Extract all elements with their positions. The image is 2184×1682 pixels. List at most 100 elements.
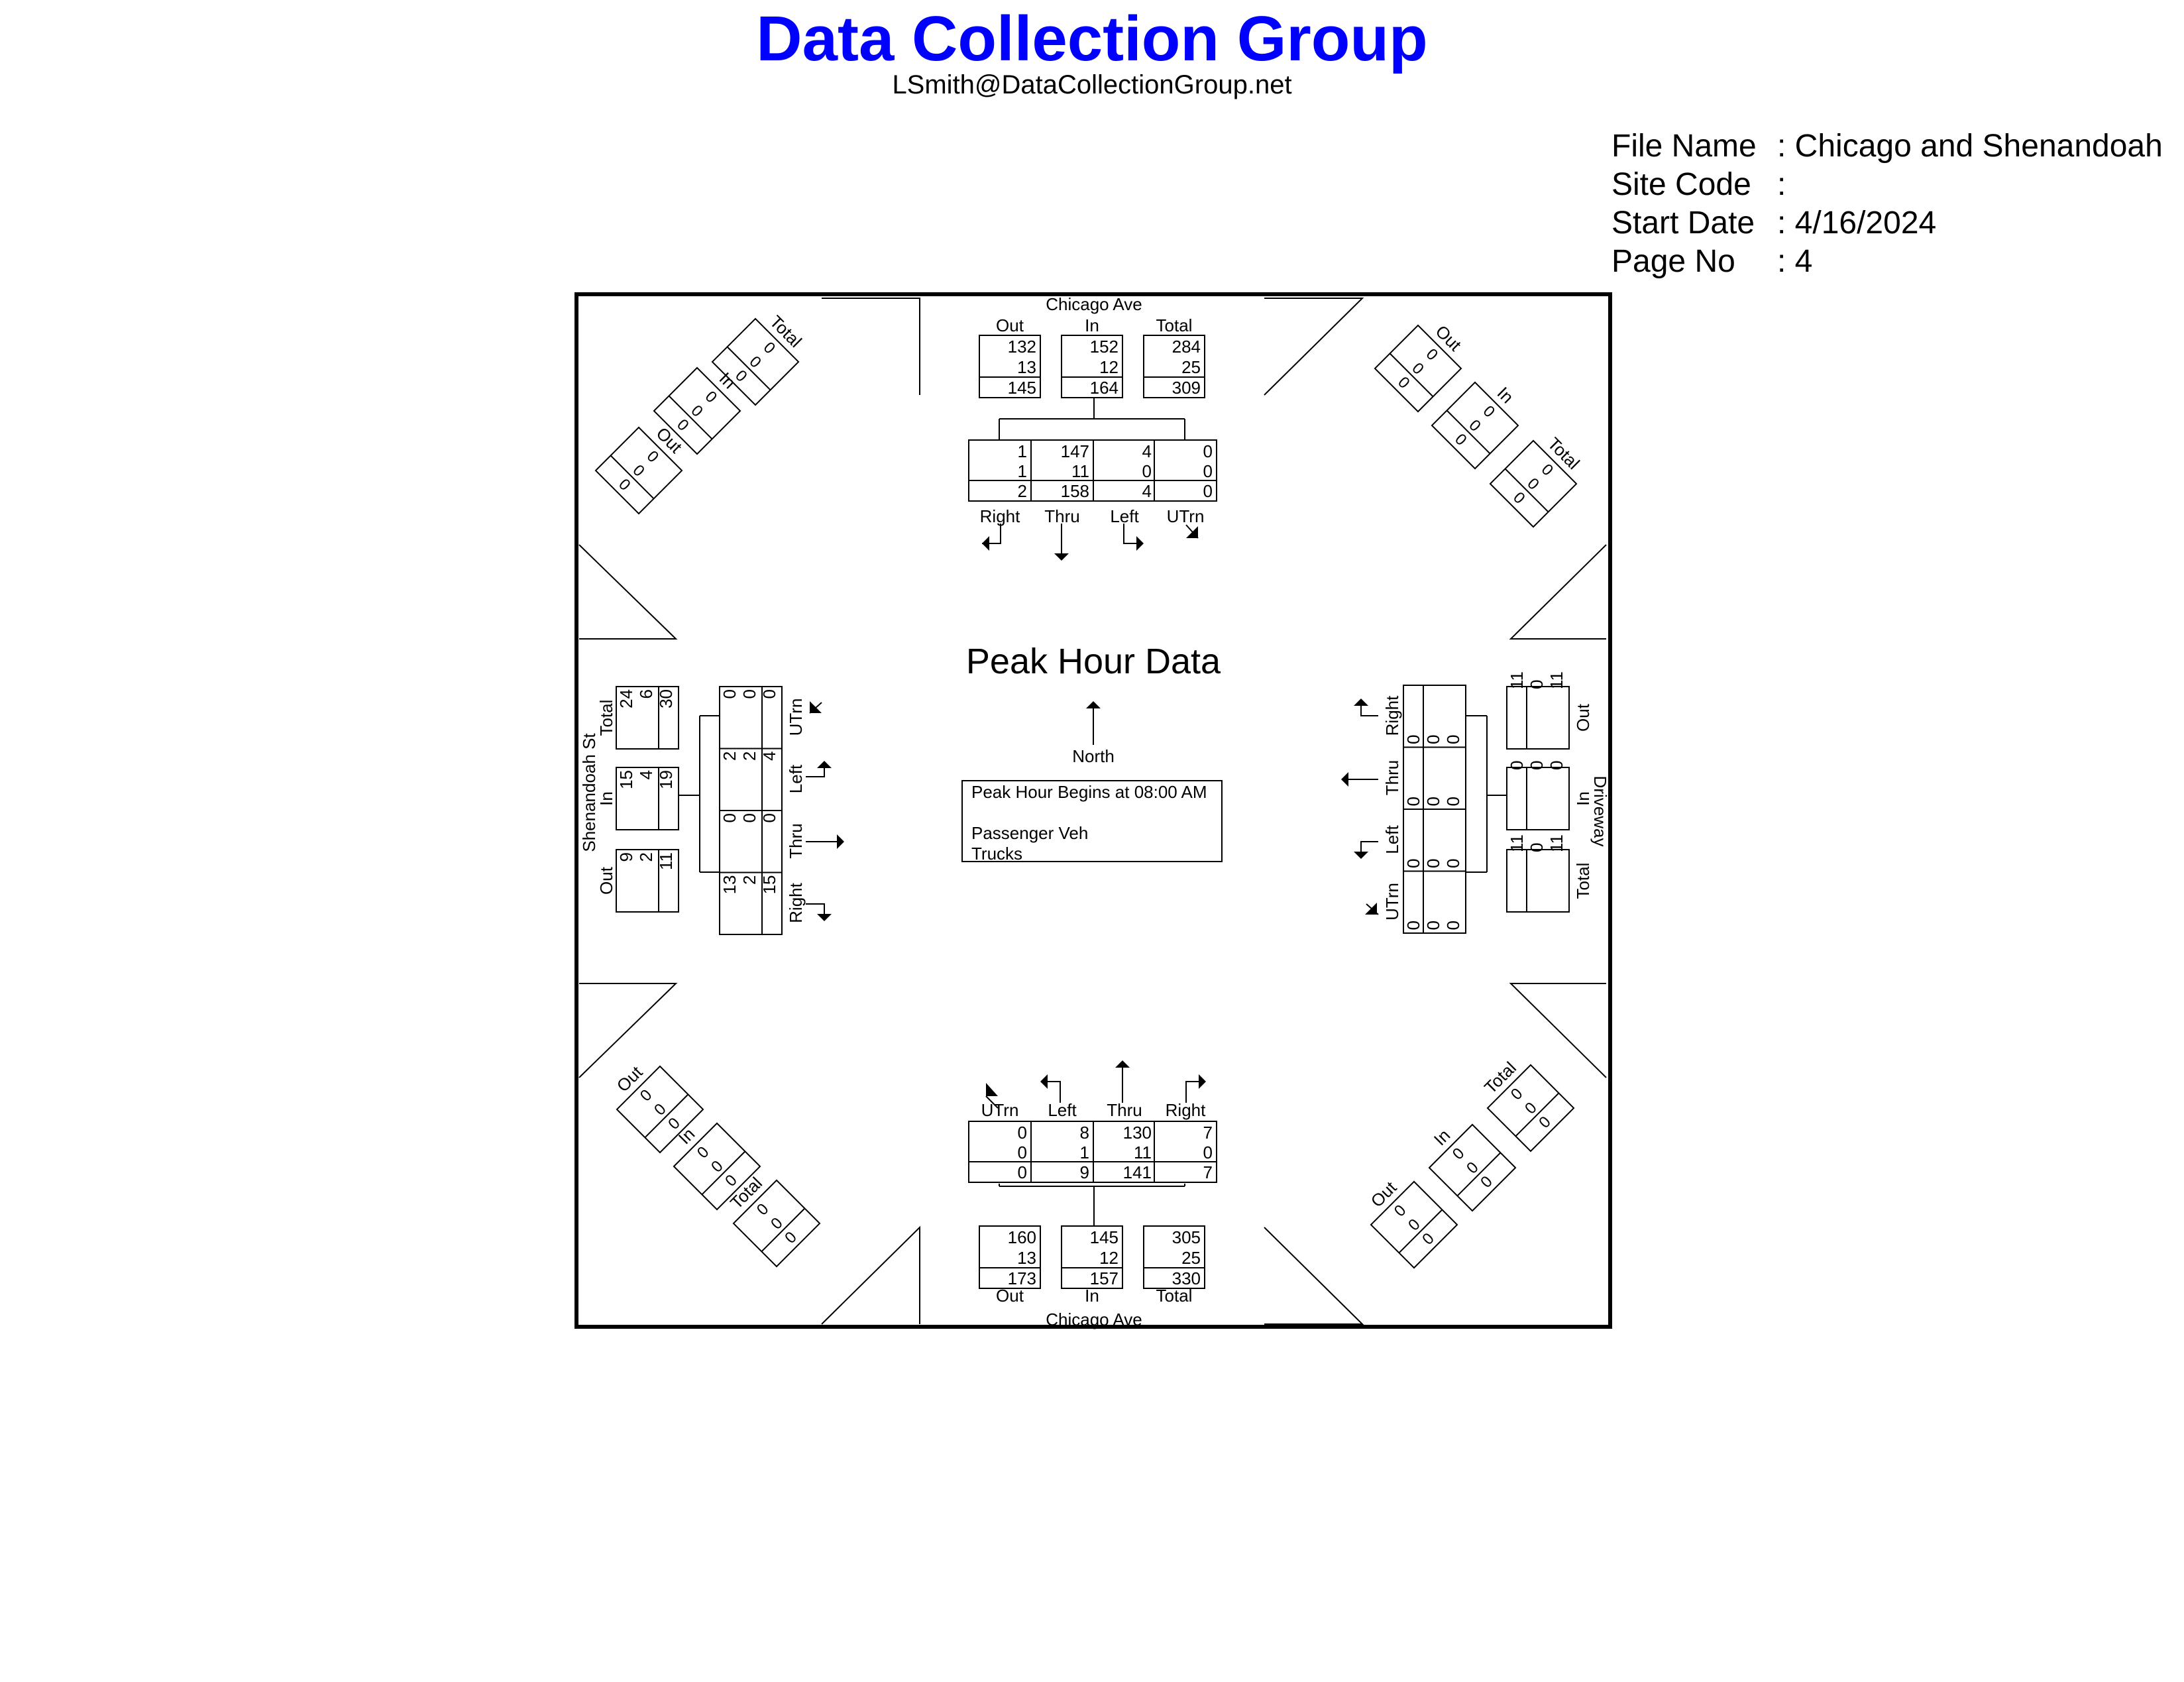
north-left-arrow-head — [1136, 536, 1144, 551]
south-summary-value: 145 — [1090, 1227, 1119, 1247]
corner-box — [616, 1065, 704, 1154]
south-summary-value: 157 — [1090, 1268, 1119, 1288]
east-movement-label: Thru — [1382, 760, 1402, 795]
west-summary-value: 6 — [636, 689, 656, 699]
corner-box — [1370, 1180, 1458, 1269]
corner-wedge-5 — [1509, 983, 1607, 1078]
east-approach: Out11011In000Total11011000Right000Thru00… — [1382, 671, 1610, 934]
south-movement-value: 1 — [1080, 1143, 1089, 1162]
corner-box-divider — [1504, 468, 1549, 513]
north-movement-label: UTrn — [1167, 506, 1205, 526]
corner-wedge-1 — [1264, 298, 1364, 396]
east-summary-label: In — [1573, 791, 1593, 806]
west-movement-label: Thru — [786, 823, 806, 858]
west-movement-value: 0 — [739, 689, 759, 699]
north-movement-value: 0 — [1142, 461, 1152, 481]
north-summary-label: In — [1085, 315, 1099, 335]
corner-box-divider — [1515, 1092, 1560, 1137]
corner-value: 0 — [643, 447, 663, 467]
south-utrn-arrow-head — [986, 1083, 998, 1096]
east-summary-value: 0 — [1527, 761, 1547, 770]
south-left-arrow-head — [1040, 1074, 1048, 1089]
west-summary-box — [616, 767, 679, 830]
north-summary-box — [1143, 335, 1205, 398]
south-movement-value: 0 — [1203, 1143, 1213, 1162]
corner-value: 0 — [637, 1086, 656, 1105]
west-summary-value: 19 — [656, 770, 676, 789]
corner-box — [594, 426, 683, 515]
corner-value: 0 — [1419, 1229, 1438, 1249]
east-movement-value: 0 — [1403, 797, 1423, 806]
east-movement-value: 0 — [1443, 859, 1463, 868]
east-movement-value: 0 — [1443, 735, 1463, 744]
corner-box — [732, 1179, 821, 1268]
north-movement-value: 1 — [1018, 461, 1027, 481]
north-utrn-arrow-head — [1186, 526, 1198, 538]
west-movement-value: 13 — [720, 875, 739, 895]
west-summary-value: 15 — [616, 770, 636, 789]
north-movement-value: 0 — [1203, 481, 1213, 501]
west-movement-value: 0 — [720, 813, 739, 822]
north-right-arrow-head — [982, 536, 989, 551]
corner-box-divider — [610, 455, 655, 500]
corner-box-divider — [1446, 410, 1491, 455]
east-street-name: Driveway — [1590, 776, 1610, 847]
corner-value: 0 — [1535, 1113, 1555, 1132]
west-movement-value: 2 — [739, 752, 759, 761]
corner-value: 0 — [760, 339, 779, 358]
north-summary-value: 25 — [1181, 357, 1201, 377]
east-thru-arrow-head — [1341, 772, 1348, 787]
corner-value: 0 — [1477, 1172, 1496, 1192]
corner-value: 0 — [673, 416, 692, 435]
corner-value: 0 — [1449, 1145, 1468, 1164]
north-summary-label: Total — [1156, 315, 1193, 335]
corner-box-divider — [761, 1207, 806, 1253]
start-date-key: Start Date — [1611, 205, 1755, 241]
north-label: North — [1072, 746, 1115, 766]
north-summary-value: 13 — [1017, 357, 1036, 377]
east-summary-value: 11 — [1507, 834, 1527, 852]
east-summary-value: 11 — [1507, 671, 1527, 689]
west-movement-value: 0 — [720, 689, 739, 699]
south-movement-label: Thru — [1107, 1100, 1142, 1120]
south-movement-value: 7 — [1203, 1162, 1213, 1182]
south-movement-label: Left — [1048, 1100, 1077, 1120]
corner-box — [1431, 381, 1519, 470]
south-movement-label: UTrn — [981, 1100, 1019, 1120]
corner-box-divider — [1398, 1209, 1443, 1254]
south-movement-value: 130 — [1123, 1123, 1152, 1143]
south-summary-value: 13 — [1017, 1248, 1036, 1268]
north-summary-value: 152 — [1090, 337, 1119, 357]
east-summary-value: 0 — [1507, 761, 1527, 770]
north-summary-value: 164 — [1090, 378, 1119, 398]
east-summary-value: 0 — [1547, 761, 1566, 770]
west-movement-value: 0 — [759, 689, 779, 699]
center-title: Peak Hour Data — [966, 642, 1221, 681]
west-movement-value: 4 — [759, 752, 779, 761]
north-summary-value: 284 — [1172, 337, 1201, 357]
corner-value: 0 — [1538, 461, 1557, 480]
south-movement-value: 141 — [1123, 1162, 1152, 1182]
north-movement-value: 4 — [1142, 441, 1152, 461]
north-right-arrow-shaft — [982, 524, 1001, 544]
south-street-name: Chicago Ave — [1046, 1310, 1142, 1329]
corner-box — [653, 366, 741, 455]
east-summary-box — [1506, 767, 1570, 830]
south-summary-label: In — [1085, 1286, 1099, 1306]
corner-box-divider — [644, 1093, 689, 1139]
north-thru-arrow-head — [1054, 553, 1069, 561]
